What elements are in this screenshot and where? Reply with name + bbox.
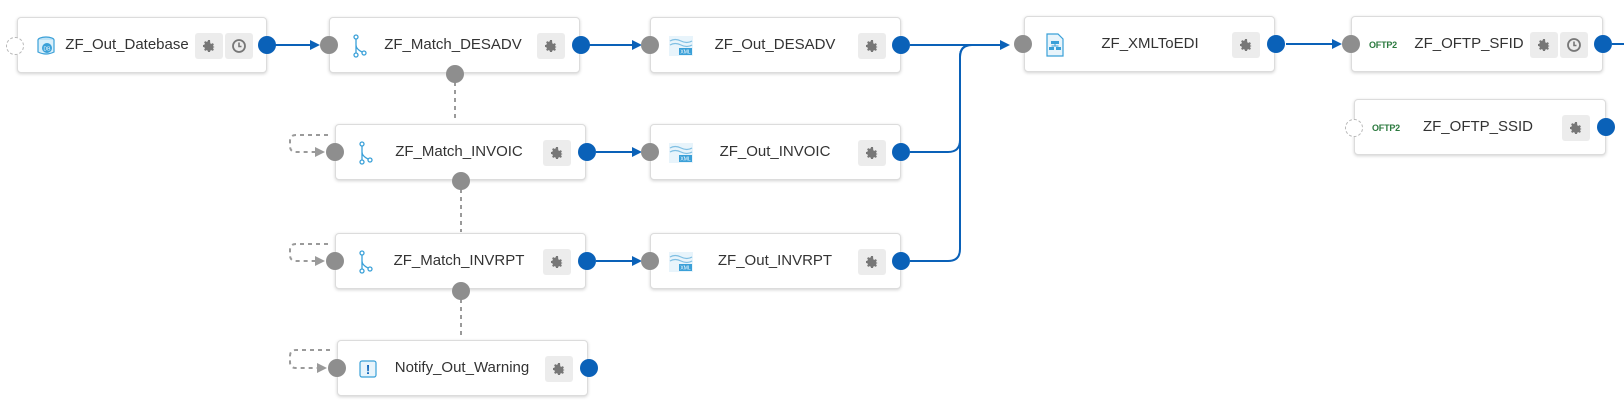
settings-button[interactable] xyxy=(858,140,886,166)
bottom-port[interactable] xyxy=(452,282,470,300)
settings-button[interactable] xyxy=(543,140,571,166)
settings-button[interactable] xyxy=(195,33,223,59)
branch-icon xyxy=(354,250,378,274)
output-port[interactable] xyxy=(892,143,910,161)
node-zf-out-desadv[interactable]: XML ZF_Out_DESADV xyxy=(650,17,901,73)
xml-icon-text: XML xyxy=(680,266,691,272)
node-notify-out-warning[interactable]: ! Notify_Out_Warning xyxy=(337,340,588,396)
warning-icon: ! xyxy=(356,357,380,381)
input-port[interactable] xyxy=(328,359,346,377)
warning-icon-text: ! xyxy=(366,362,370,377)
clock-icon xyxy=(232,39,246,53)
settings-button[interactable] xyxy=(537,33,565,59)
mapping-document-icon xyxy=(1043,33,1067,57)
clock-icon xyxy=(1567,38,1581,52)
xml-icon-text: XML xyxy=(680,157,691,163)
node-label: ZF_OFTP_SSID xyxy=(1422,118,1534,135)
node-label: Notify_Out_Warning xyxy=(394,359,530,376)
input-port[interactable] xyxy=(1342,35,1360,53)
input-port[interactable] xyxy=(641,252,659,270)
gear-icon xyxy=(866,40,878,52)
output-port[interactable] xyxy=(892,252,910,270)
settings-button[interactable] xyxy=(1530,32,1558,58)
connector-out-invrpt-to-xmltoedi[interactable] xyxy=(910,44,1008,262)
gear-icon xyxy=(203,40,215,52)
node-label: ZF_Match_INVOIC xyxy=(395,143,523,160)
output-port[interactable] xyxy=(258,36,276,54)
gear-icon xyxy=(551,147,563,159)
node-zf-oftp-sfid[interactable]: OFTP2 ZF_OFTP_SFID xyxy=(1351,16,1603,72)
schedule-button[interactable] xyxy=(1560,32,1588,58)
node-label: ZF_XMLToEDI xyxy=(1101,35,1199,52)
dashed-loop-notify xyxy=(289,349,330,373)
input-port[interactable] xyxy=(320,36,338,54)
node-label: ZF_Out_INVOIC xyxy=(719,143,831,160)
gear-icon xyxy=(866,256,878,268)
gear-icon xyxy=(1570,122,1582,134)
output-port[interactable] xyxy=(578,143,596,161)
settings-button[interactable] xyxy=(858,249,886,275)
bottom-port[interactable] xyxy=(452,172,470,190)
dashed-loop-invrpt xyxy=(289,243,328,266)
node-zf-out-datebase[interactable]: DB ZF_Out_Datebase xyxy=(17,17,267,73)
input-port[interactable] xyxy=(1014,35,1032,53)
xml-icon-text: XML xyxy=(680,50,691,56)
node-zf-oftp-ssid[interactable]: OFTP2 ZF_OFTP_SSID xyxy=(1354,99,1606,155)
node-zf-match-desadv[interactable]: ZF_Match_DESADV xyxy=(329,17,580,73)
gear-icon xyxy=(545,40,557,52)
output-port[interactable] xyxy=(572,36,590,54)
branch-icon xyxy=(348,34,372,58)
input-port-empty[interactable] xyxy=(1345,119,1363,137)
xml-file-icon: XML xyxy=(669,34,693,58)
gear-icon xyxy=(1538,39,1550,51)
input-port-empty[interactable] xyxy=(6,37,24,55)
node-label: ZF_Match_INVRPT xyxy=(393,252,525,269)
node-label: ZF_OFTP_SFID xyxy=(1414,35,1524,52)
gear-icon xyxy=(551,256,563,268)
gear-icon xyxy=(866,147,878,159)
schedule-button[interactable] xyxy=(225,33,253,59)
branch-icon xyxy=(354,141,378,165)
gear-icon xyxy=(553,363,565,375)
gear-icon xyxy=(1240,39,1252,51)
node-label: ZF_Out_Datebase xyxy=(65,36,189,53)
output-port[interactable] xyxy=(1594,35,1612,53)
settings-button[interactable] xyxy=(858,33,886,59)
node-label: ZF_Match_DESADV xyxy=(384,36,522,53)
xml-file-icon: XML xyxy=(669,141,693,165)
oftp2-icon: OFTP2 xyxy=(1368,40,1397,50)
output-port[interactable] xyxy=(892,36,910,54)
input-port[interactable] xyxy=(326,143,344,161)
settings-button[interactable] xyxy=(545,356,573,382)
settings-button[interactable] xyxy=(543,249,571,275)
output-port[interactable] xyxy=(580,359,598,377)
input-port[interactable] xyxy=(641,143,659,161)
bottom-port[interactable] xyxy=(446,65,464,83)
input-port[interactable] xyxy=(641,36,659,54)
dashed-loop-invoic xyxy=(289,134,328,157)
oftp2-icon: OFTP2 xyxy=(1371,123,1400,133)
settings-button[interactable] xyxy=(1232,32,1260,58)
node-zf-out-invoic[interactable]: XML ZF_Out_INVOIC xyxy=(650,124,901,180)
node-zf-xmltoedi[interactable]: ZF_XMLToEDI xyxy=(1024,16,1275,72)
output-port[interactable] xyxy=(1267,35,1285,53)
database-icon-text: DB xyxy=(44,47,52,53)
settings-button[interactable] xyxy=(1562,115,1590,141)
node-zf-match-invrpt[interactable]: ZF_Match_INVRPT xyxy=(335,233,586,289)
output-port[interactable] xyxy=(1597,118,1615,136)
database-icon: DB xyxy=(34,34,58,58)
input-port[interactable] xyxy=(326,252,344,270)
node-zf-match-invoic[interactable]: ZF_Match_INVOIC xyxy=(335,124,586,180)
node-zf-out-invrpt[interactable]: XML ZF_Out_INVRPT xyxy=(650,233,901,289)
output-port[interactable] xyxy=(578,252,596,270)
node-label: ZF_Out_INVRPT xyxy=(717,252,833,269)
node-label: ZF_Out_DESADV xyxy=(714,36,836,53)
xml-file-icon: XML xyxy=(669,250,693,274)
